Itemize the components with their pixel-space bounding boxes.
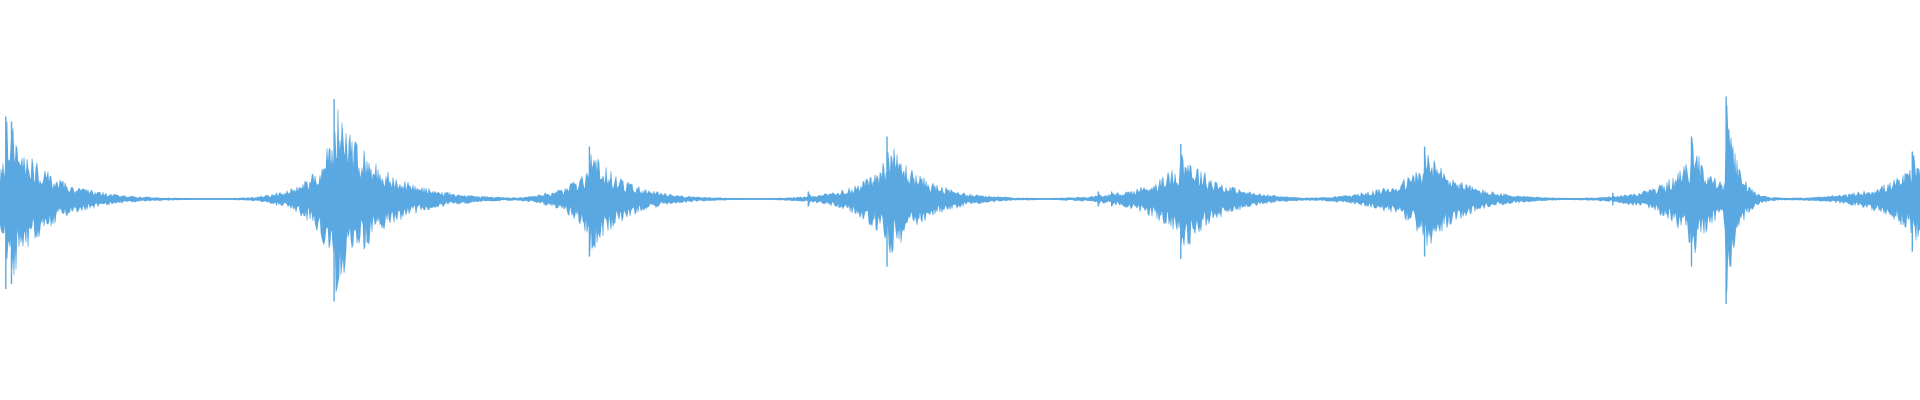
waveform-series <box>0 96 1920 304</box>
